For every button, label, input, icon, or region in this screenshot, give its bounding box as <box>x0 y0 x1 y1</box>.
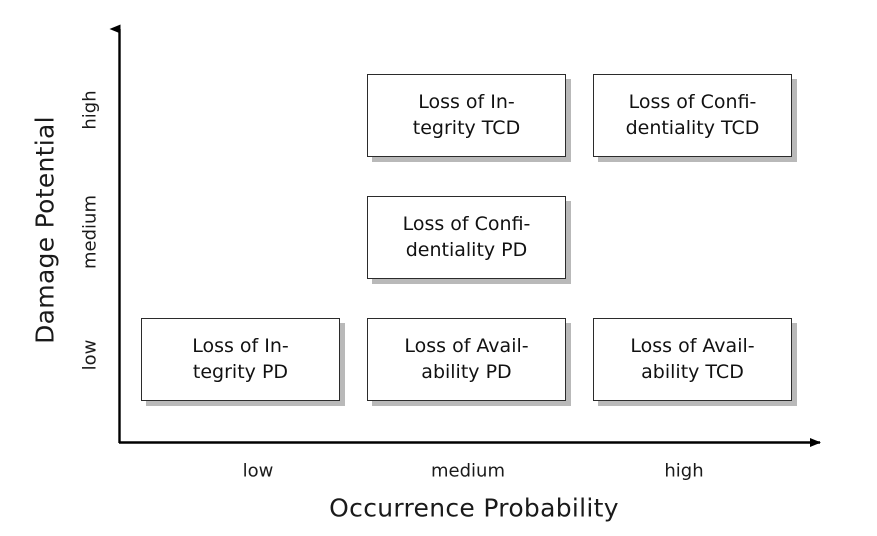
x-tick-low: low <box>242 460 274 482</box>
risk-cell-confidentiality-pd[interactable]: Loss of Confi- dentiality PD <box>367 196 566 279</box>
y-tick-high: high <box>79 90 101 130</box>
y-tick-medium: medium <box>79 195 101 269</box>
risk-cell-confidentiality-tcd[interactable]: Loss of Confi- dentiality TCD <box>593 74 792 157</box>
y-tick-low: low <box>79 339 101 371</box>
risk-cell-availability-pd[interactable]: Loss of Avail- ability PD <box>367 318 566 401</box>
x-tick-high: high <box>664 460 704 482</box>
risk-cell-label: Loss of Avail- ability PD <box>404 334 529 383</box>
risk-cell-availability-tcd[interactable]: Loss of Avail- ability TCD <box>593 318 792 401</box>
risk-cell-integrity-pd[interactable]: Loss of In- tegrity PD <box>141 318 340 401</box>
risk-cell-label: Loss of In- tegrity TCD <box>412 90 521 139</box>
risk-cell-label: Loss of In- tegrity PD <box>192 334 289 383</box>
y-axis-title: Damage Potential <box>30 116 60 344</box>
x-tick-medium: medium <box>431 460 505 482</box>
risk-cell-label: Loss of Confi- dentiality TCD <box>625 90 760 139</box>
risk-cell-label: Loss of Confi- dentiality PD <box>402 212 531 261</box>
risk-cell-integrity-tcd[interactable]: Loss of In- tegrity TCD <box>367 74 566 157</box>
risk-cell-label: Loss of Avail- ability TCD <box>630 334 755 383</box>
x-axis-title: Occurrence Probability <box>329 493 619 523</box>
